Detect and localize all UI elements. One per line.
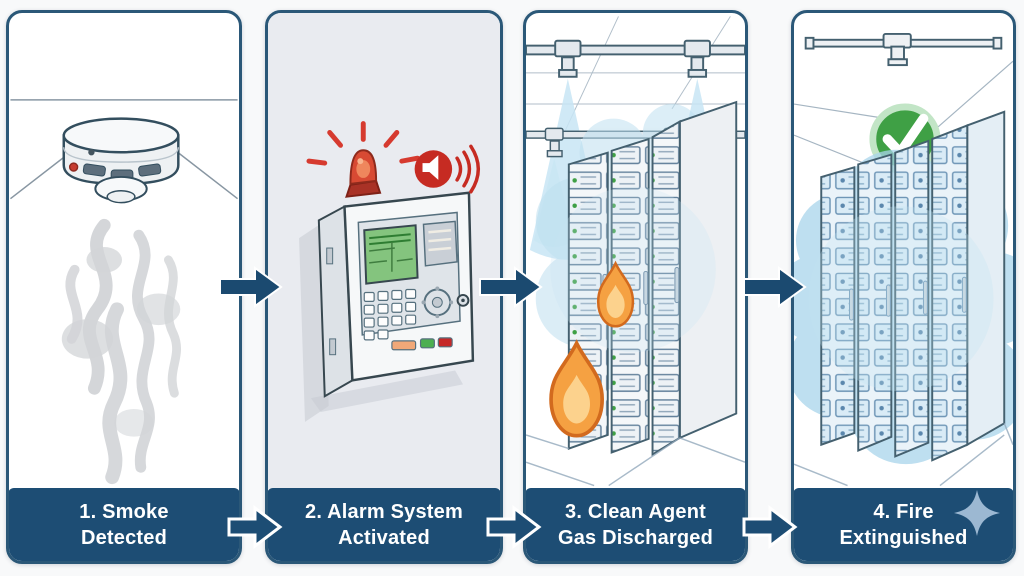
floor-lines — [794, 423, 1013, 487]
step-caption-1-line1: 1. Smoke — [79, 501, 169, 523]
flame-icon — [596, 260, 635, 328]
detector-vents — [82, 163, 162, 182]
ceiling-lines — [9, 99, 239, 200]
server-rack — [894, 139, 930, 458]
caption-arrow-icon — [227, 504, 283, 550]
step-caption-3: 3. Clean Agent Gas Discharged — [526, 488, 745, 561]
step-panel-gas-discharged: 3. Clean Agent Gas Discharged — [523, 10, 748, 564]
server-racks — [820, 110, 1006, 462]
flow-arrow-icon — [219, 266, 283, 308]
gas-nozzle-icon — [887, 45, 908, 67]
step-panel-alarm-activated: 2. Alarm System Activated — [265, 10, 503, 564]
indicator-strip — [422, 220, 458, 267]
detector-led — [68, 162, 79, 172]
gas-nozzle-icon — [558, 56, 708, 78]
red-button — [437, 337, 453, 348]
panel-1-illustration — [9, 13, 239, 489]
caption-arrow-icon — [486, 504, 542, 550]
step-caption-2-line1: 2. Alarm System — [305, 501, 463, 523]
step-caption-1-line2: Detected — [80, 527, 168, 549]
orange-button — [391, 340, 417, 351]
step-caption-4-line1: 4. Fire — [873, 501, 934, 523]
beacon-icon — [345, 149, 382, 198]
server-rack — [820, 165, 856, 447]
flame-icon — [549, 339, 604, 438]
panel-3-illustration — [526, 13, 745, 489]
step-caption-3-line1: 3. Clean Agent — [565, 501, 706, 523]
step-caption-2: 2. Alarm System Activated — [268, 488, 500, 561]
step-caption-2-line2: Activated — [338, 527, 430, 549]
step-panel-fire-extinguished: 4. Fire Extinguished — [791, 10, 1016, 564]
gas-pipe-upper — [526, 39, 745, 78]
flow-arrow-icon — [479, 266, 543, 308]
key-lock — [456, 293, 470, 307]
green-button — [419, 338, 435, 349]
server-rack — [931, 124, 969, 462]
gas-pipe — [804, 32, 1003, 67]
caption-arrow-icon — [742, 504, 798, 550]
smoke-detector-icon — [62, 117, 180, 204]
panel-4-illustration — [794, 13, 1013, 489]
alarm-display — [363, 224, 419, 285]
server-rack — [651, 119, 681, 457]
alarm-keypad — [363, 288, 453, 351]
gas-mist-overlay — [808, 206, 994, 392]
alarm-dial — [421, 286, 454, 319]
fire-extinguished-scene — [794, 32, 1013, 487]
gas-mist-overlay — [550, 186, 716, 353]
step-caption-4-line2: Extinguished — [839, 527, 968, 549]
flow-arrow-icon — [743, 266, 807, 308]
floor-lines — [526, 434, 745, 487]
smoke-detected-scene — [9, 99, 239, 485]
step-panel-smoke-detected: 1. Smoke Detected — [6, 10, 242, 564]
rack-handles — [848, 276, 967, 321]
gas-discharged-scene — [526, 16, 745, 487]
server-rack — [857, 153, 893, 452]
server-racks — [567, 100, 738, 457]
step-caption-1: 1. Smoke Detected — [9, 488, 239, 561]
sparkle-icon — [954, 490, 1000, 536]
step-caption-3-line2: Gas Discharged — [557, 527, 714, 549]
alarm-panel-icon — [317, 191, 475, 398]
beacon-flash-rays — [306, 121, 421, 166]
alarm-activated-scene — [299, 121, 481, 422]
smoke-wisps — [61, 218, 182, 485]
panel-2-illustration — [268, 13, 500, 489]
siren-speaker-icon — [414, 144, 481, 194]
